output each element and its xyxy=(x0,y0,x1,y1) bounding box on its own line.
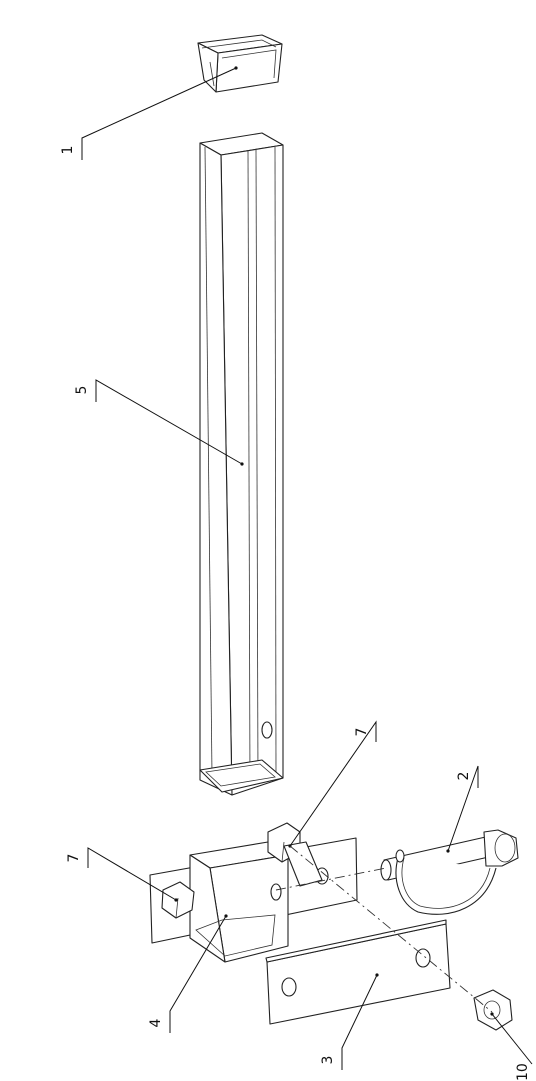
bolt-left-part xyxy=(161,881,195,919)
callout-4: 4 xyxy=(148,1018,164,1027)
end-cap-part xyxy=(197,34,283,93)
callout-7-left: 7 xyxy=(66,854,82,863)
callout-2: 2 xyxy=(456,772,472,781)
callout-7-right: 7 xyxy=(354,728,370,737)
callout-10: 10 xyxy=(515,1063,531,1081)
centerline xyxy=(289,845,493,1013)
hex-nut-part xyxy=(473,989,513,1031)
square-tube-part xyxy=(199,132,284,796)
callout-3: 3 xyxy=(320,1056,336,1065)
callout-1: 1 xyxy=(60,146,76,155)
pin-part xyxy=(380,829,519,915)
leader-lines xyxy=(81,67,533,1070)
callout-5: 5 xyxy=(74,386,90,395)
bolt-right-part xyxy=(267,822,323,887)
flat-plate-part xyxy=(265,919,451,1025)
